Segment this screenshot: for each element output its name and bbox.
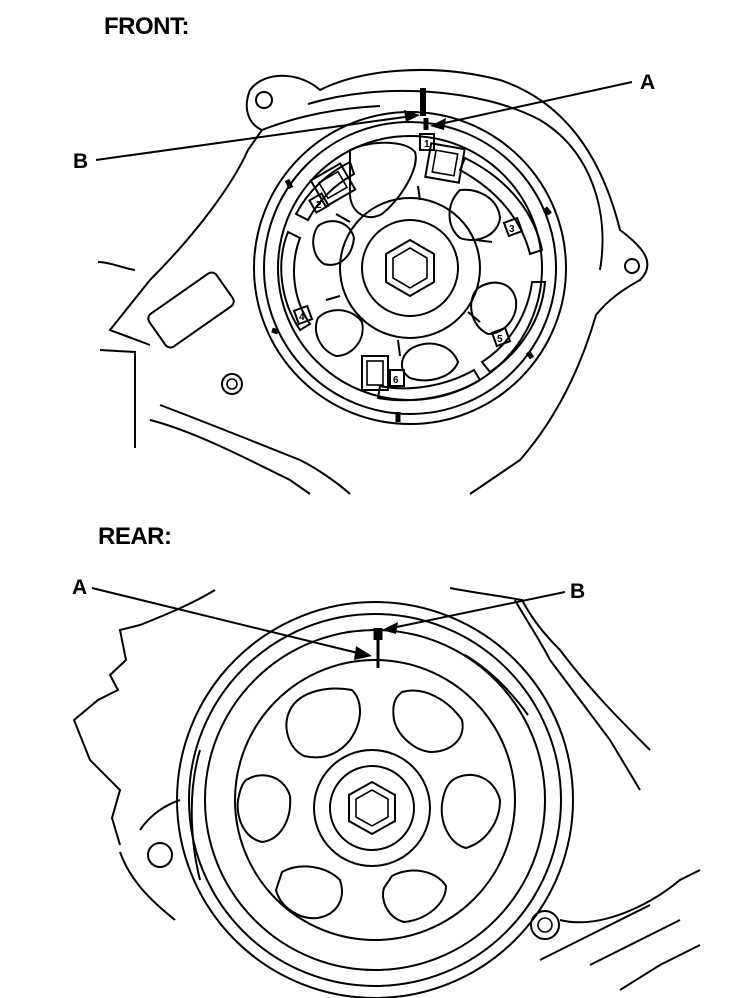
sprocket-number: 5 [497, 334, 503, 345]
front-bolt-hole-bottom [221, 373, 243, 395]
front-pulley-slot [294, 160, 356, 222]
rear-title: REAR: [98, 523, 172, 550]
front-callout-b: B [73, 110, 420, 173]
front-pulley-slot [280, 230, 312, 332]
front-view: FRONT: [73, 13, 655, 495]
rear-pulley-window [440, 774, 502, 850]
rear-label-b: B [570, 580, 585, 603]
front-pulley-window [312, 220, 356, 266]
rear-pulley-hub [313, 749, 431, 867]
front-title: FRONT: [104, 13, 189, 40]
rear-callout-b: B [382, 580, 585, 634]
rear-camshaft-pulley [176, 601, 574, 998]
sprocket-number: 2 [316, 200, 322, 211]
front-pulley-window [448, 188, 502, 241]
front-bolt-hole-right [624, 258, 640, 274]
rear-pulley-window [236, 774, 292, 844]
front-label-a: A [640, 71, 655, 94]
rear-pulley-window [285, 687, 361, 759]
rear-center-bolt [348, 780, 396, 836]
front-pulley-window [401, 342, 460, 382]
front-callout-a: A [430, 71, 655, 130]
rear-bolt-hole-right [530, 910, 560, 940]
front-pulley-hub [339, 197, 481, 339]
sprocket-number: 1 [424, 139, 430, 150]
rear-callout-a: A [72, 576, 372, 660]
sprocket-number: 6 [393, 375, 399, 386]
rear-pulley-window [392, 689, 464, 754]
rear-pulley-window [274, 865, 343, 920]
rear-housing [72, 587, 701, 991]
front-pulley-window [470, 281, 518, 336]
front-pulley-window [349, 141, 417, 219]
front-pulley-slot [480, 281, 547, 374]
front-housing [97, 69, 649, 495]
front-pulley-slot [458, 156, 544, 256]
front-label-b: B [73, 150, 88, 173]
rear-bolt-hole-left [147, 842, 173, 868]
front-cover-slot [147, 271, 235, 349]
sprocket-number: 3 [509, 224, 515, 235]
front-pulley-window [315, 309, 364, 358]
front-bolt-hole-left [255, 91, 273, 109]
front-pulley-slot [376, 368, 482, 402]
rear-pulley-window [382, 869, 448, 924]
front-camshaft-pulley: 1 2 3 4 5 6 [253, 111, 567, 425]
rear-view: REAR: [72, 523, 701, 998]
front-center-bolt [385, 238, 435, 298]
rear-label-a: A [72, 576, 87, 599]
sprocket-number: 4 [299, 312, 305, 323]
